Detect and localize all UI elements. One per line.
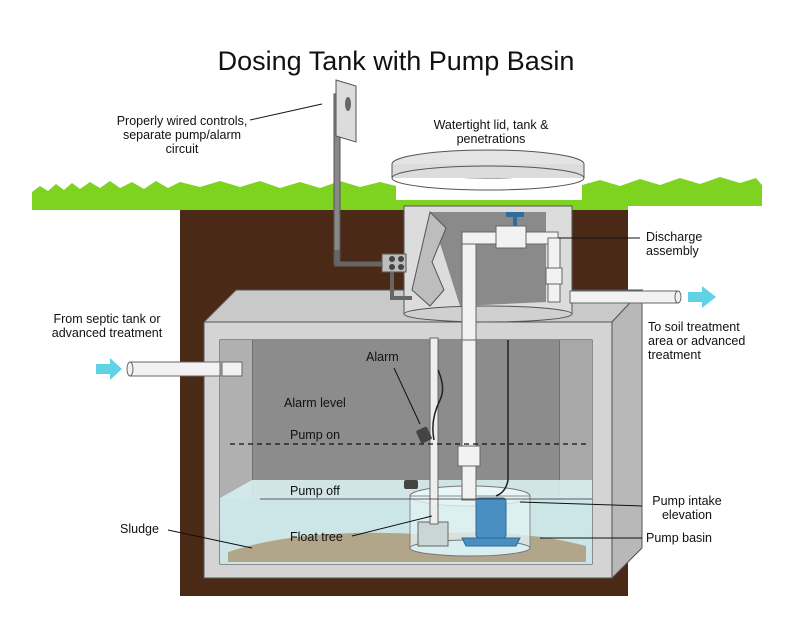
label-discharge: Discharge assembly [646, 230, 702, 258]
label-controls-line1: Properly wired controls, [116, 114, 248, 128]
label-lid-line2: penetrations [456, 132, 526, 146]
label-inlet-line1: From septic tank or [53, 312, 161, 326]
discharge-valve-handle [506, 212, 524, 217]
control-conduit [334, 250, 382, 267]
riser-cutaway-flap [411, 211, 447, 307]
discharge-coupling [457, 445, 481, 467]
label-outlet: To soil treatment area or advanced treat… [648, 320, 745, 362]
label-pump-intake: Pump intake elevation [642, 494, 732, 522]
grass-base-right [628, 194, 762, 206]
label-pump-on: Pump on [290, 428, 341, 442]
label-pump-intake-line1: Pump intake [652, 494, 722, 508]
leader-float-tree [351, 515, 433, 537]
label-pump-basin: Pump basin [646, 531, 713, 545]
pump-cord [495, 340, 509, 497]
leader-controls [249, 103, 323, 121]
leader-pump-intake [519, 501, 643, 507]
grass-surface [32, 177, 762, 210]
label-inlet-line2: advanced treatment [51, 326, 163, 340]
riser-bottom [403, 305, 573, 323]
tank-side-face [611, 288, 643, 580]
outlet-flow-arrow [688, 286, 716, 308]
float-tree-pipe [429, 337, 439, 525]
label-outlet-line3: treatment [648, 348, 701, 362]
label-float-tree: Float tree [290, 530, 343, 544]
label-lid: Watertight lid, tank & penetrations [416, 118, 566, 146]
control-panel [335, 79, 357, 143]
pump-base [461, 537, 521, 547]
label-outlet-line2: area or advanced [648, 334, 746, 348]
label-controls: Properly wired controls, separate pump/a… [102, 114, 262, 156]
alarm-float-cord [432, 369, 444, 441]
pump-off-float [404, 480, 418, 489]
leader-sludge [167, 529, 253, 549]
label-sludge: Sludge [120, 522, 159, 536]
label-outlet-line1: To soil treatment [648, 320, 740, 334]
label-pump-intake-line2: elevation [661, 508, 713, 522]
inlet-flow-arrow [96, 358, 122, 380]
label-alarm: Alarm [366, 350, 399, 364]
pump-body [475, 497, 507, 539]
inlet-pipe-inner [221, 361, 243, 377]
label-alarm-level: Alarm level [284, 396, 346, 410]
label-lid-line1: Watertight lid, tank & [433, 118, 549, 132]
label-controls-line3: circuit [165, 142, 199, 156]
control-panel-knob [345, 97, 351, 111]
outlet-pipe [569, 290, 679, 304]
label-pump-off: Pump off [290, 484, 340, 498]
control-conduit-lower [390, 272, 412, 300]
discharge-vertical-pipe [461, 239, 477, 341]
diagram-title: Dosing Tank with Pump Basin [217, 46, 575, 76]
leader-alarm [393, 367, 421, 425]
discharge-riser-pipe [461, 337, 477, 447]
label-inlet: From septic tank or advanced treatment [32, 312, 182, 340]
tank-interior-left [220, 340, 252, 530]
discharge-elbow [545, 267, 563, 285]
grass-base [32, 198, 180, 210]
tank-interior-back [252, 340, 560, 496]
label-discharge-line2: assembly [646, 244, 699, 258]
inlet-pipe [129, 361, 221, 377]
alarm-float [416, 426, 432, 444]
label-controls-line2: separate pump/alarm [122, 128, 242, 142]
discharge-lower-pipe [461, 465, 477, 501]
discharge-valve-stem [513, 216, 517, 226]
float-tree-base [417, 521, 449, 547]
lid-bottom [391, 165, 585, 191]
discharge-union [495, 225, 527, 249]
label-discharge-line1: Discharge [646, 230, 703, 244]
